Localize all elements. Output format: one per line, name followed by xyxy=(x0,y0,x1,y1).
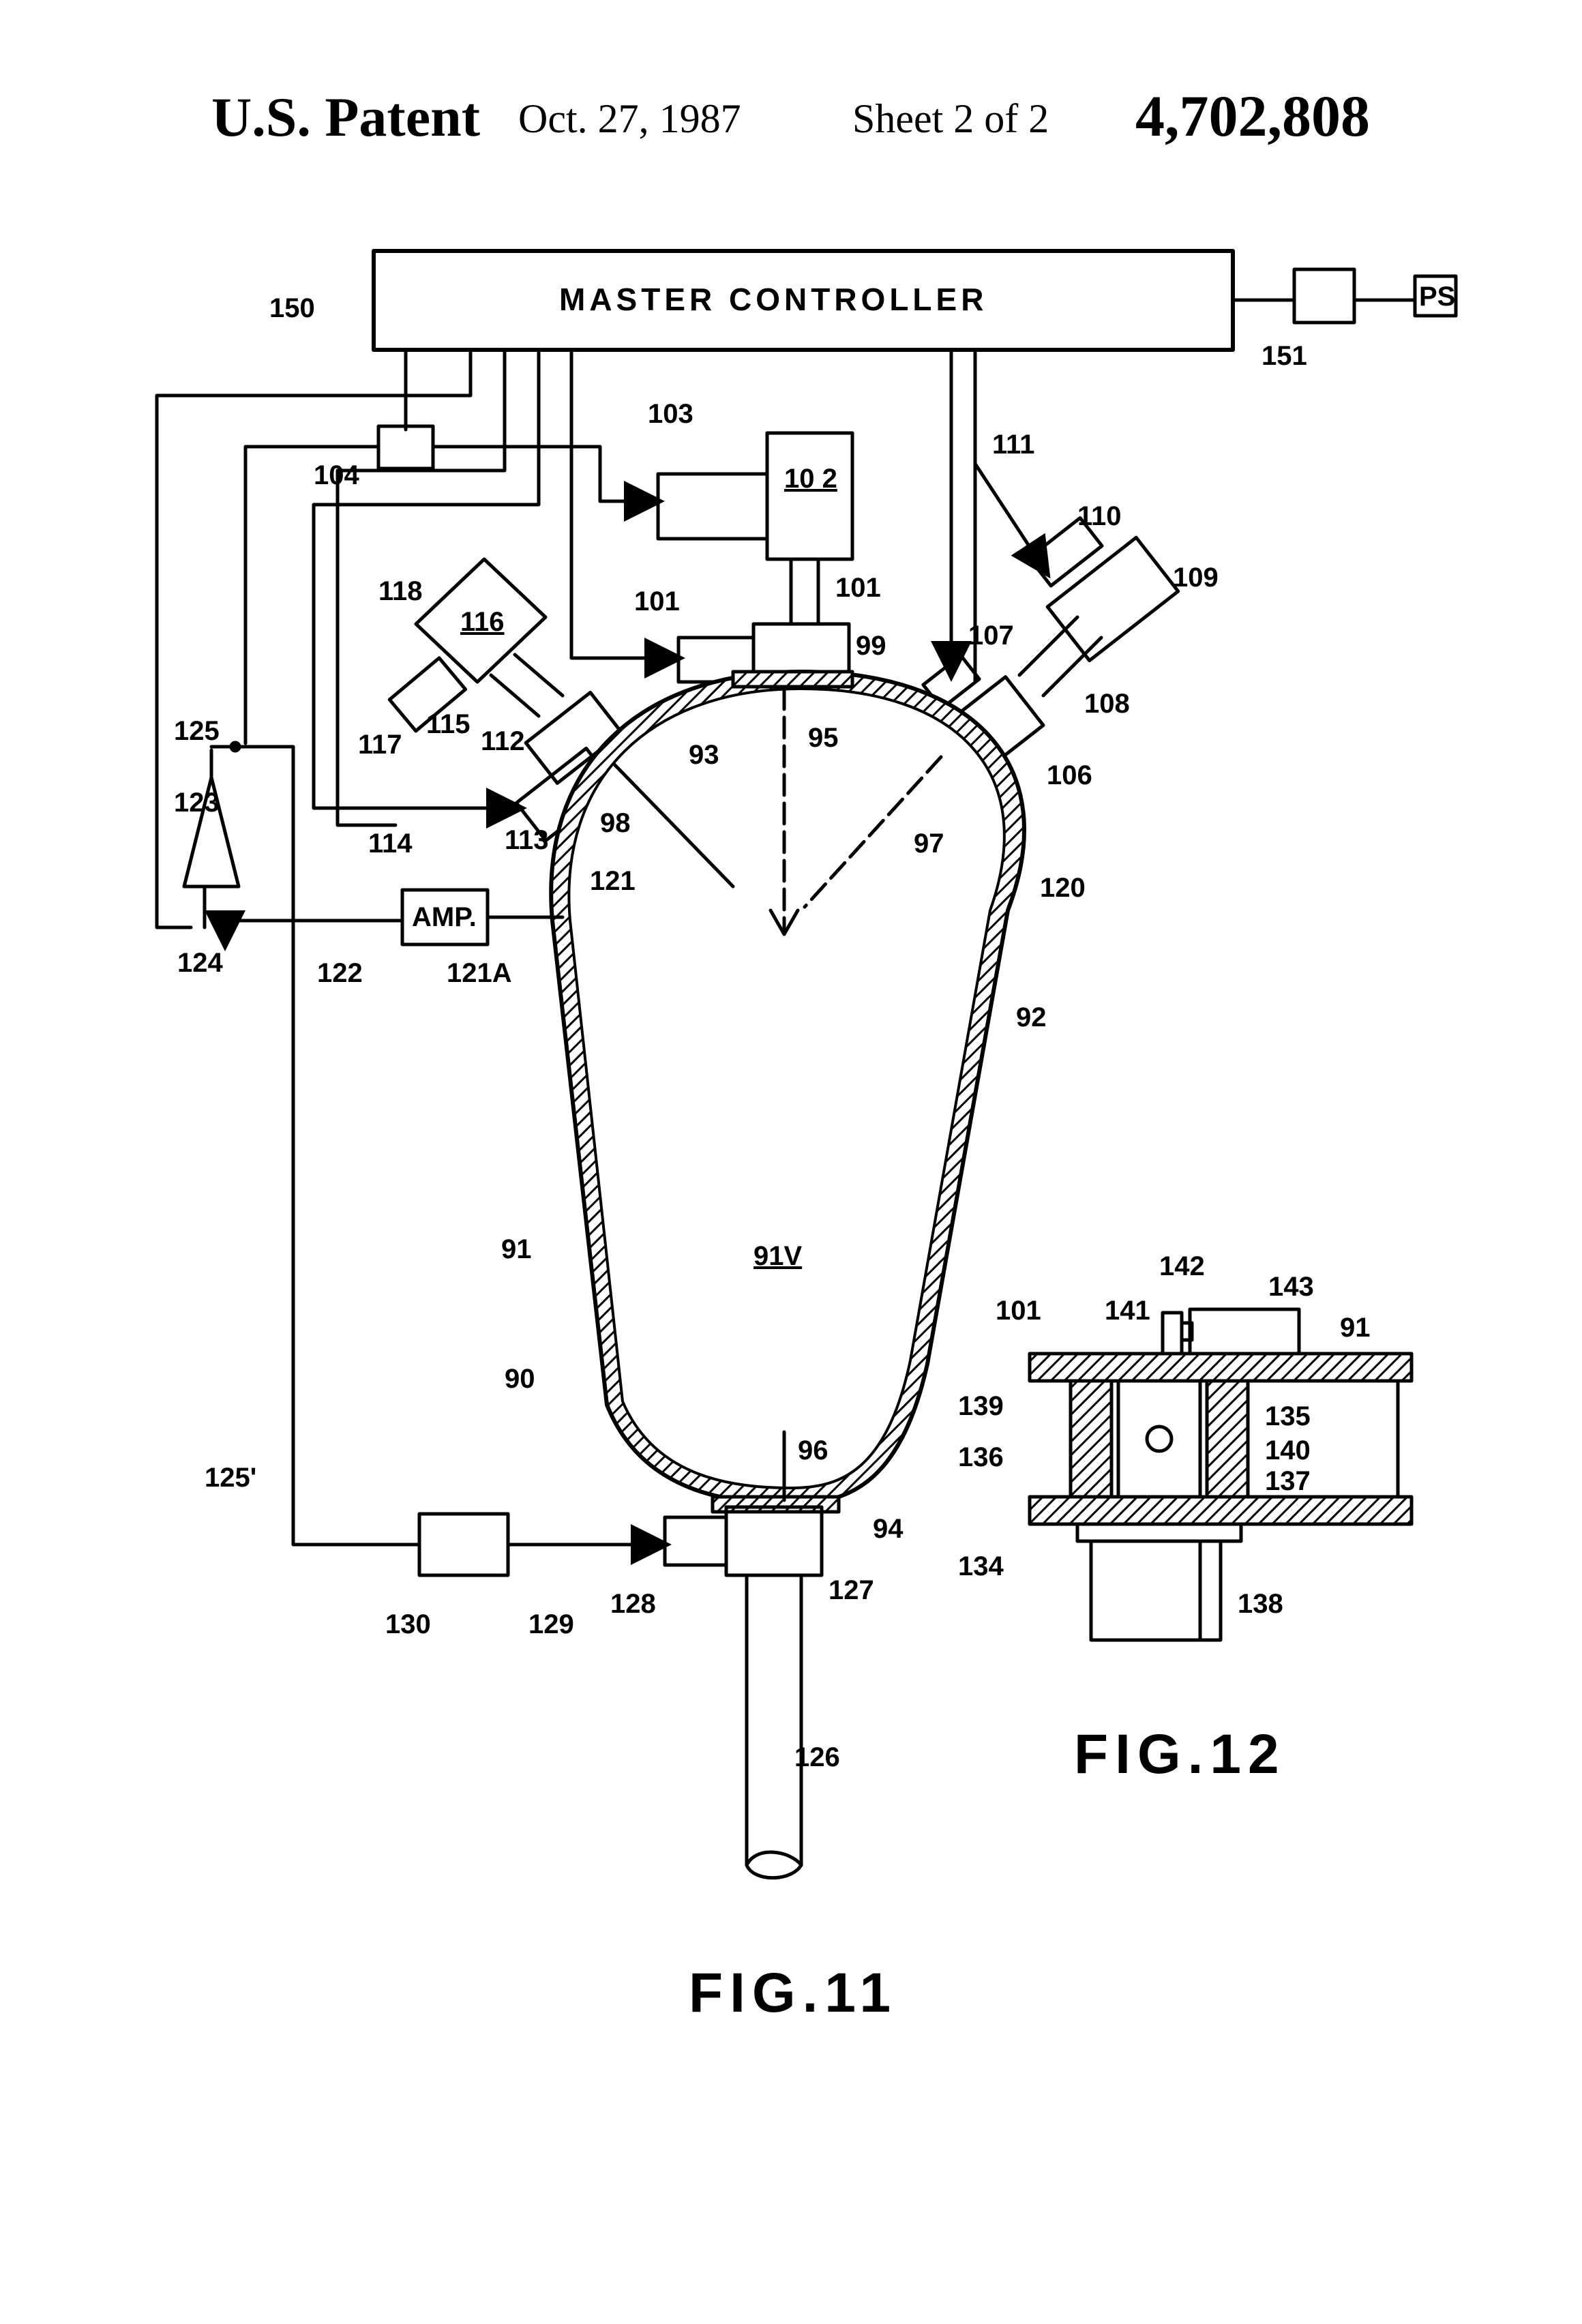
ref-106: 106 xyxy=(1047,760,1092,790)
ref-94: 94 xyxy=(873,1514,904,1544)
box-104 xyxy=(378,426,433,468)
unit-102-box xyxy=(767,433,852,559)
ref-122: 122 xyxy=(317,958,363,988)
ref-103: 103 xyxy=(648,399,693,429)
pipe-126 xyxy=(747,1575,801,1878)
valve-127 xyxy=(726,1507,822,1575)
ref-151: 151 xyxy=(1262,341,1307,371)
ref-121: 121 xyxy=(590,866,636,896)
flange-93 xyxy=(733,672,852,687)
ref-136: 136 xyxy=(958,1442,1004,1472)
ref-f12-101: 101 xyxy=(996,1296,1041,1326)
ref-142: 142 xyxy=(1159,1251,1205,1281)
pipe-wall-bottom xyxy=(1030,1497,1412,1524)
vessel-interior-label: 91V xyxy=(753,1241,802,1271)
ref-141: 141 xyxy=(1105,1296,1150,1326)
ref-139: 139 xyxy=(958,1391,1004,1421)
ref-125: 125 xyxy=(174,716,220,746)
ref-128: 128 xyxy=(610,1589,656,1619)
vessel-interior xyxy=(569,689,1004,1488)
ref-97: 97 xyxy=(914,829,944,859)
master-controller-title: MASTER CONTROLLER xyxy=(559,282,987,317)
ref-138: 138 xyxy=(1238,1589,1283,1619)
ref-91: 91 xyxy=(501,1234,532,1264)
ref-114: 114 xyxy=(368,829,413,859)
ref-134: 134 xyxy=(958,1551,1004,1581)
box-103 xyxy=(658,474,767,539)
box-109 xyxy=(1047,537,1178,660)
ref-120: 120 xyxy=(1040,873,1086,903)
pipe-wall-top xyxy=(1030,1354,1412,1381)
box-130 xyxy=(419,1514,508,1575)
ref-124: 124 xyxy=(177,948,223,978)
ref-129: 129 xyxy=(528,1609,574,1639)
box-151 xyxy=(1294,269,1354,323)
power-supply-label: PS xyxy=(1419,282,1455,312)
ref-110: 110 xyxy=(1077,501,1122,531)
ref-118: 118 xyxy=(378,576,423,606)
ref-140: 140 xyxy=(1265,1435,1311,1465)
ref-93: 93 xyxy=(689,740,719,770)
ref-143: 143 xyxy=(1268,1272,1314,1302)
ref-150: 150 xyxy=(269,293,315,323)
unit-116-label: 116 xyxy=(460,607,505,637)
ref-112: 112 xyxy=(481,726,525,756)
ref-92: 92 xyxy=(1016,1002,1047,1032)
ref-127: 127 xyxy=(829,1575,874,1605)
ref-123: 123 xyxy=(174,788,220,818)
ring-139 xyxy=(1071,1381,1111,1497)
ref-121a: 121A xyxy=(447,958,512,988)
ref-99: 99 xyxy=(856,631,886,661)
ref-109: 109 xyxy=(1173,563,1219,593)
ref-95: 95 xyxy=(808,723,839,753)
ref-101a: 101 xyxy=(634,586,680,616)
flange-94 xyxy=(713,1497,839,1512)
ref-137: 137 xyxy=(1265,1466,1311,1496)
mount-134 xyxy=(1077,1524,1241,1541)
ref-98: 98 xyxy=(600,808,631,838)
ref-130: 130 xyxy=(385,1609,431,1639)
ref-113: 113 xyxy=(505,825,549,855)
ref-90: 90 xyxy=(505,1364,535,1394)
ref-126: 126 xyxy=(794,1742,840,1772)
ref-117: 117 xyxy=(358,730,402,760)
unit-102-label: 10 2 xyxy=(784,464,837,494)
ref-115: 115 xyxy=(426,709,471,739)
ref-f12-91: 91 xyxy=(1340,1313,1371,1343)
pin-142 xyxy=(1182,1323,1192,1340)
amplifier-label: AMP. xyxy=(412,902,477,932)
fig12-caption: FIG.12 xyxy=(1074,1723,1286,1785)
fig11-caption: FIG.11 xyxy=(689,1962,897,2024)
ref-111: 111 xyxy=(992,430,1034,460)
port-136 xyxy=(1147,1427,1171,1451)
ref-135: 135 xyxy=(1265,1401,1311,1431)
ref-107: 107 xyxy=(968,621,1014,651)
ring-137 xyxy=(1207,1381,1248,1497)
box-128 xyxy=(665,1517,726,1565)
ref-96: 96 xyxy=(798,1435,829,1465)
box-143 xyxy=(1190,1309,1299,1354)
ref-104: 104 xyxy=(314,460,359,490)
ref-125-prime: 125' xyxy=(205,1463,256,1493)
pin-141 xyxy=(1163,1313,1182,1354)
ref-108: 108 xyxy=(1084,689,1130,719)
ref-101b: 101 xyxy=(835,573,881,603)
